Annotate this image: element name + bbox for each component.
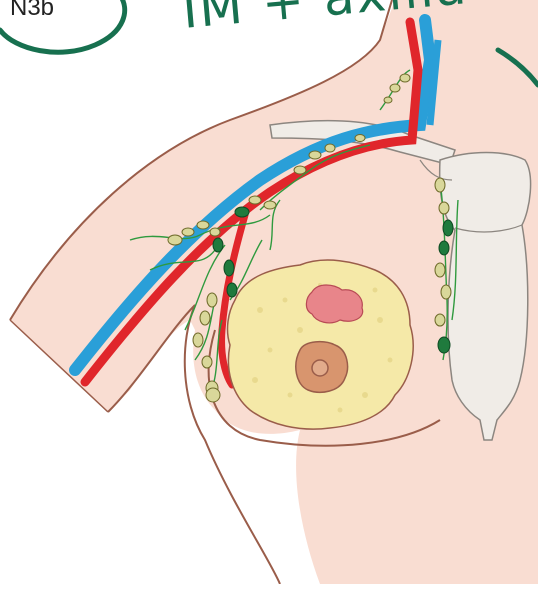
nipple — [312, 360, 328, 376]
stage-label: N3b — [10, 0, 54, 22]
